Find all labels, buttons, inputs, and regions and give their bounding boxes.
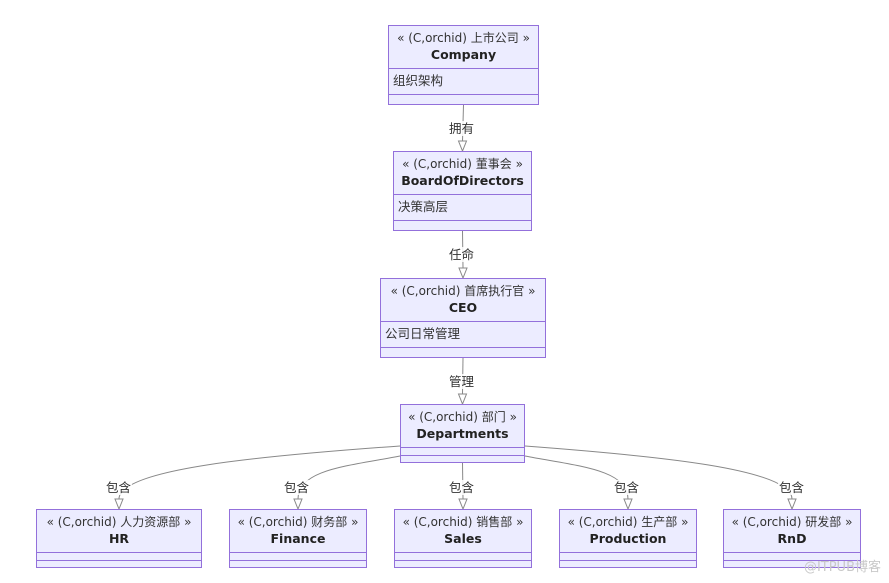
edge-label-contains-production: 包含 — [613, 480, 641, 495]
methods-section — [401, 455, 524, 463]
class-sales[interactable]: « (C,orchid) 销售部 » Sales — [394, 509, 532, 568]
class-name: Production — [589, 531, 667, 546]
edge-label-contains-rnd: 包含 — [778, 480, 806, 495]
class-name: CEO — [448, 300, 478, 315]
stereotype: « (C,orchid) 上市公司 » — [397, 31, 530, 45]
class-company[interactable]: « (C,orchid) 上市公司 » Company 组织架构 — [388, 25, 539, 105]
stereotype: « (C,orchid) 董事会 » — [402, 157, 523, 171]
watermark: @ITPUB博客 — [803, 560, 881, 575]
methods-section — [37, 560, 201, 568]
edge-ceo-departments-arrowhead — [457, 393, 468, 406]
attribute: 公司日常管理 — [381, 321, 545, 347]
attribute: 组织架构 — [389, 68, 538, 94]
methods-section — [395, 560, 531, 568]
attributes-section — [395, 552, 531, 560]
attributes-section — [37, 552, 201, 560]
stereotype: « (C,orchid) 人力资源部 » — [46, 515, 192, 529]
class-name: Finance — [270, 531, 326, 546]
edge-label-appoints: 任命 — [448, 247, 476, 262]
edge-departments-rnd — [524, 445, 793, 500]
stereotype: « (C,orchid) 首席执行官 » — [390, 284, 536, 298]
class-name: HR — [108, 531, 130, 546]
class-ceo[interactable]: « (C,orchid) 首席执行官 » CEO 公司日常管理 — [380, 278, 546, 358]
edge-company-board-arrowhead — [457, 140, 468, 153]
class-rnd[interactable]: « (C,orchid) 研发部 » RnD — [723, 509, 861, 568]
stereotype: « (C,orchid) 财务部 » — [237, 515, 359, 529]
edge-board-ceo-arrowhead — [458, 267, 468, 280]
methods-section — [724, 560, 860, 568]
edge-departments-rnd-arrowhead — [787, 498, 797, 511]
edge-label-manages: 管理 — [448, 374, 476, 389]
class-name: RnD — [777, 531, 807, 546]
attribute: 决策高层 — [394, 194, 531, 220]
methods-section — [381, 347, 545, 355]
class-board-of-directors[interactable]: « (C,orchid) 董事会 » BoardOfDirectors 决策高层 — [393, 151, 532, 231]
edge-label-owns: 拥有 — [448, 121, 476, 136]
class-hr[interactable]: « (C,orchid) 人力资源部 » HR — [36, 509, 202, 568]
class-production[interactable]: « (C,orchid) 生产部 » Production — [559, 509, 697, 568]
methods-section — [560, 560, 696, 568]
edge-label-contains-sales: 包含 — [448, 480, 476, 495]
edge-label-contains-finance: 包含 — [283, 480, 311, 495]
methods-section — [389, 94, 538, 102]
edge-label-contains-hr: 包含 — [105, 480, 133, 495]
class-name: Company — [430, 47, 497, 62]
methods-section — [230, 560, 366, 568]
class-name: Departments — [416, 426, 509, 441]
edge-departments-finance-arrowhead — [293, 498, 303, 511]
attributes-section — [560, 552, 696, 560]
class-name: Sales — [444, 531, 482, 546]
edge-departments-sales-arrowhead — [458, 498, 468, 511]
methods-section — [394, 220, 531, 228]
attributes-section — [401, 447, 524, 455]
edge-departments-production-arrowhead — [623, 498, 633, 511]
stereotype: « (C,orchid) 部门 » — [408, 410, 517, 424]
stereotype: « (C,orchid) 销售部 » — [402, 515, 524, 529]
edge-departments-finance — [297, 455, 401, 500]
edge-departments-hr — [118, 445, 401, 500]
edge-departments-hr-arrowhead — [114, 498, 124, 511]
stereotype: « (C,orchid) 研发部 » — [731, 515, 853, 529]
attributes-section — [230, 552, 366, 560]
class-finance[interactable]: « (C,orchid) 财务部 » Finance — [229, 509, 367, 568]
class-departments[interactable]: « (C,orchid) 部门 » Departments — [400, 404, 525, 463]
class-name: BoardOfDirectors — [401, 173, 524, 188]
attributes-section — [724, 552, 860, 560]
stereotype: « (C,orchid) 生产部 » — [567, 515, 689, 529]
